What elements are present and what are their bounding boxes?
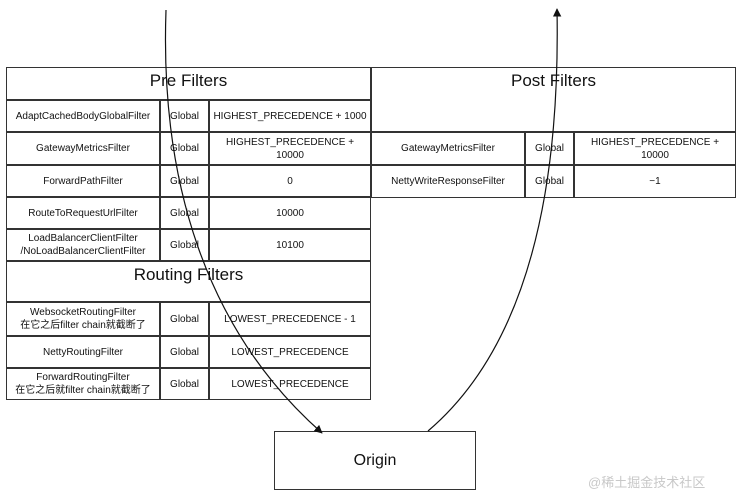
routing-filter-scope: Global (160, 368, 209, 400)
post-filter-name: GatewayMetricsFilter (371, 132, 525, 165)
post-filter-scope: Global (525, 132, 574, 165)
routing-filter-scope: Global (160, 336, 209, 368)
origin-label: Origin (353, 451, 397, 469)
pre-filter-name: RouteToRequestUrlFilter (6, 197, 160, 229)
post-filter-scope: Global (525, 165, 574, 198)
pre-filter-order: HIGHEST_PRECEDENCE + 10000 (209, 132, 371, 165)
routing-filter-order: LOWEST_PRECEDENCE (209, 368, 371, 400)
pre-filter-scope: Global (160, 229, 209, 261)
routing-filter-name: ForwardRoutingFilter 在它之后就filter chain就截… (6, 368, 160, 400)
routing-filter-scope: Global (160, 302, 209, 336)
post-filters-header: Post Filters (371, 67, 736, 132)
pre-filter-scope: Global (160, 132, 209, 165)
pre-filter-name: ForwardPathFilter (6, 165, 160, 197)
routing-filter-name: WebsocketRoutingFilter 在它之后filter chain就… (6, 302, 160, 336)
pre-filter-scope: Global (160, 100, 209, 132)
pre-filters-header: Pre Filters (6, 67, 371, 100)
pre-filter-order: HIGHEST_PRECEDENCE + 1000 (209, 100, 371, 132)
origin-box: Origin (274, 431, 476, 490)
routing-filter-name: NettyRoutingFilter (6, 336, 160, 368)
pre-filter-scope: Global (160, 197, 209, 229)
pre-filter-order: 10100 (209, 229, 371, 261)
pre-filter-scope: Global (160, 165, 209, 197)
routing-filter-order: LOWEST_PRECEDENCE (209, 336, 371, 368)
watermark: @稀土掘金技术社区 (588, 475, 706, 490)
routing-filter-order: LOWEST_PRECEDENCE - 1 (209, 302, 371, 336)
post-filter-name: NettyWriteResponseFilter (371, 165, 525, 198)
pre-filter-order: 0 (209, 165, 371, 197)
post-filter-order: HIGHEST_PRECEDENCE + 10000 (574, 132, 736, 165)
routing-filters-header: Routing Filters (6, 261, 371, 302)
pre-filter-name: AdaptCachedBodyGlobalFilter (6, 100, 160, 132)
pre-filter-order: 10000 (209, 197, 371, 229)
pre-filter-name: GatewayMetricsFilter (6, 132, 160, 165)
post-filter-order: −1 (574, 165, 736, 198)
pre-filter-name: LoadBalancerClientFilter /NoLoadBalancer… (6, 229, 160, 261)
